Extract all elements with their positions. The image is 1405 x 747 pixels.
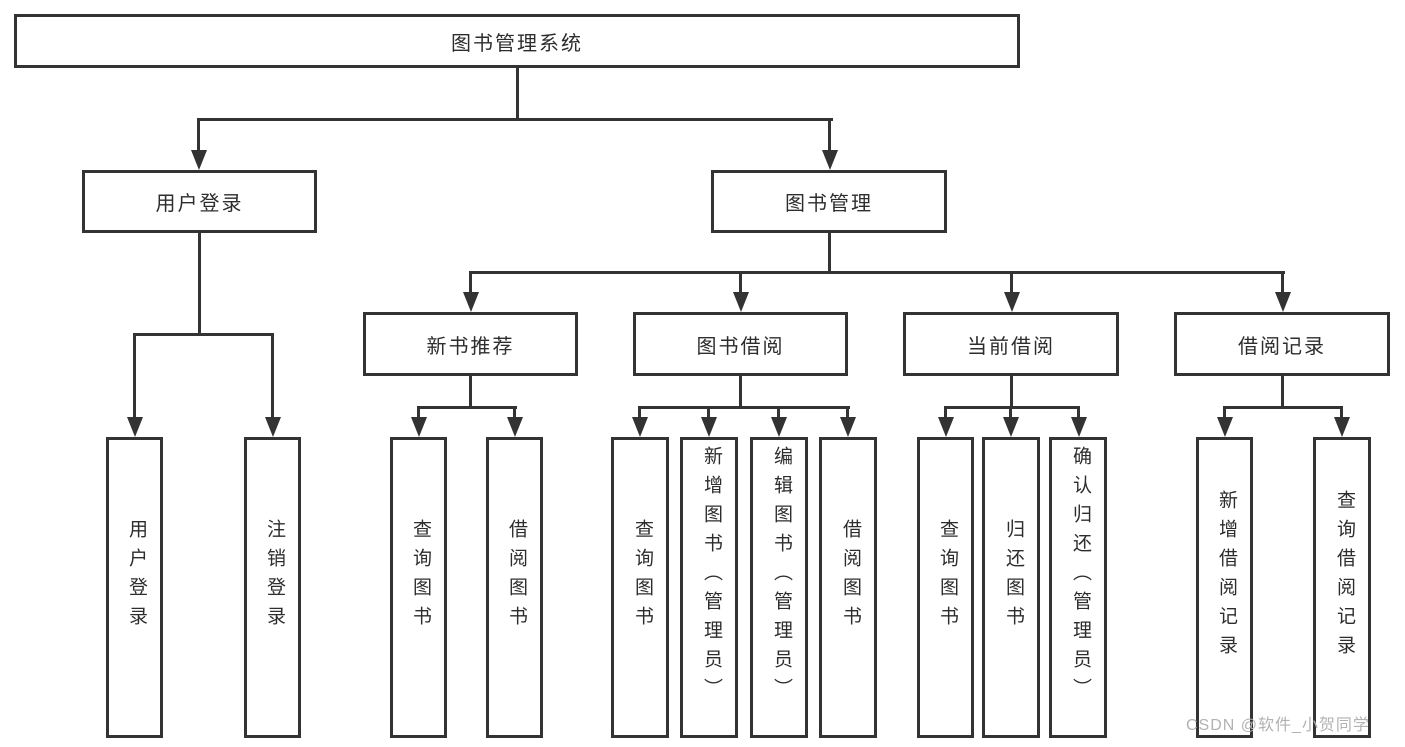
connector-current-drop-3 [1077, 406, 1080, 420]
arrow-down-icon [191, 150, 207, 170]
connector-root-drop-right [828, 118, 831, 152]
node-book-borrowing-label: 图书借阅 [696, 335, 785, 358]
node-current-borrowing-label: 当前借阅 [967, 335, 1055, 358]
arrow-down-icon [822, 150, 838, 170]
leaf-recommend-query-books: 查询图书 [390, 437, 447, 738]
arrow-down-icon [411, 417, 427, 437]
connector-login-stem [198, 233, 201, 333]
leaf-records-query-record: 查询借阅记录 [1313, 437, 1371, 738]
leaf-current-query-books: 查询图书 [917, 437, 974, 738]
node-book-management: 图书管理 [711, 170, 947, 233]
node-new-book-recommend: 新书推荐 [363, 312, 578, 376]
connector-record-stem [1281, 376, 1284, 409]
connector-borrow-branch [638, 406, 850, 409]
node-current-borrowing: 当前借阅 [903, 312, 1119, 376]
arrow-down-icon [1004, 292, 1020, 312]
connector-root-drop-left [197, 118, 200, 152]
connector-rec-drop-1 [417, 406, 420, 420]
connector-borrow-drop-1 [638, 406, 641, 420]
connector-rec-drop-2 [513, 406, 516, 420]
arrow-down-icon [127, 417, 143, 437]
leaf-current-confirm-return-admin: 确认归还（管理员） [1049, 437, 1107, 738]
node-user-login-label: 用户登录 [155, 193, 244, 215]
connector-mgmt-drop-2 [739, 271, 742, 294]
connector-mgmt-branch [469, 271, 1285, 274]
leaf-borrowing-borrow-books: 借阅图书 [819, 437, 877, 738]
leaf-logout-login: 注销登录 [244, 437, 301, 738]
connector-mgmt-drop-1 [469, 271, 472, 294]
leaf-borrowing-query-books: 查询图书 [611, 437, 669, 738]
arrow-down-icon [771, 417, 787, 437]
connector-borrow-stem [739, 376, 742, 409]
arrow-down-icon [701, 417, 717, 437]
connector-login-drop-1 [133, 333, 136, 419]
node-user-login: 用户登录 [82, 170, 317, 233]
node-root-system: 图书管理系统 [14, 14, 1020, 68]
connector-mgmt-drop-3 [1010, 271, 1013, 294]
connector-root-stem [516, 68, 519, 120]
node-borrow-records: 借阅记录 [1174, 312, 1390, 376]
connector-rec-branch [417, 406, 517, 409]
leaf-borrowing-add-books-admin: 新增图书（管理员） [680, 437, 738, 738]
arrow-down-icon [265, 417, 281, 437]
connector-login-branch [133, 333, 274, 336]
arrow-down-icon [1334, 417, 1350, 437]
connector-borrow-drop-4 [846, 406, 849, 420]
connector-current-branch [944, 406, 1080, 409]
node-book-management-label: 图书管理 [785, 193, 873, 215]
leaf-borrowing-edit-books-admin: 编辑图书（管理员） [750, 437, 808, 738]
arrow-down-icon [840, 417, 856, 437]
connector-login-drop-2 [271, 333, 274, 419]
connector-borrow-drop-2 [707, 406, 710, 420]
connector-record-branch [1223, 406, 1343, 409]
arrow-down-icon [733, 292, 749, 312]
node-root-label: 图书管理系统 [451, 32, 583, 55]
connector-current-drop-2 [1009, 406, 1012, 420]
arrow-down-icon [1003, 417, 1019, 437]
node-borrow-records-label: 借阅记录 [1238, 335, 1326, 358]
arrow-down-icon [507, 417, 523, 437]
connector-mgmt-drop-4 [1281, 271, 1284, 294]
csdn-watermark: CSDN @软件_小贺同学 [1186, 717, 1370, 734]
arrow-down-icon [1217, 417, 1233, 437]
leaf-current-return-books: 归还图书 [982, 437, 1040, 738]
connector-mgmt-stem [828, 233, 831, 274]
connector-root-branch [197, 118, 833, 121]
connector-rec-stem [469, 376, 472, 409]
arrow-down-icon [938, 417, 954, 437]
arrow-down-icon [463, 292, 479, 312]
node-book-borrowing: 图书借阅 [633, 312, 848, 376]
arrow-down-icon [1071, 417, 1087, 437]
connector-current-stem [1010, 376, 1013, 409]
leaf-user-login: 用户登录 [106, 437, 163, 738]
connector-borrow-drop-3 [777, 406, 780, 420]
connector-record-drop-2 [1340, 406, 1343, 420]
leaf-recommend-borrow-books: 借阅图书 [486, 437, 543, 738]
node-new-book-recommend-label: 新书推荐 [426, 335, 515, 358]
connector-current-drop-1 [944, 406, 947, 420]
leaf-records-add-record: 新增借阅记录 [1196, 437, 1253, 738]
connector-record-drop-1 [1223, 406, 1226, 420]
arrow-down-icon [632, 417, 648, 437]
arrow-down-icon [1275, 292, 1291, 312]
